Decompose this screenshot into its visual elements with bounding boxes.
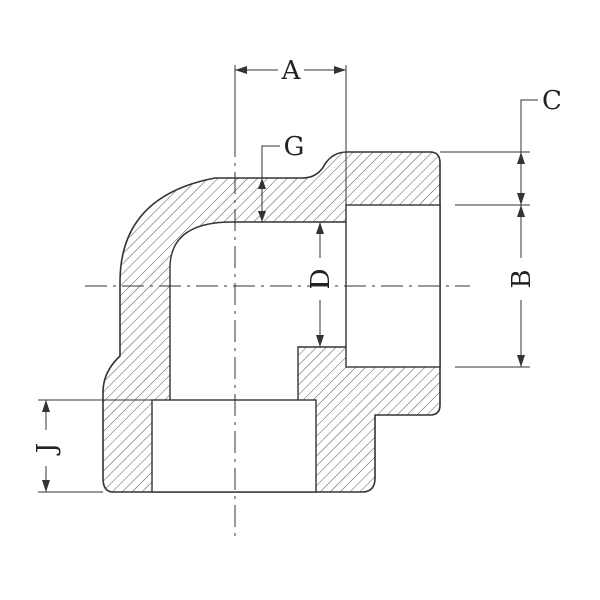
dim-j-arrow-top [42,400,50,412]
dim-j-arrow-bottom [42,480,50,492]
dim-c-arrow-top [517,152,525,164]
dim-g-leader [261,145,280,178]
dim-g-arrow-bottom [258,211,266,222]
socket-step-right [297,346,346,400]
dim-c-leader [520,99,538,152]
dim-g-arrow-top [258,178,266,189]
dim-c-label: C [542,86,562,116]
dim-d-arrow-bottom [316,335,324,347]
dim-c-arrow-bottom [517,193,525,205]
inner-bore-outline [169,221,346,400]
inner-bore-upper [170,222,346,400]
dim-g-label: G [284,132,305,162]
dim-a-label: A [281,56,302,86]
dim-j-label: J [32,443,62,456]
dim-a-arrow-right [334,66,346,74]
dim-a-arrow-left [235,66,247,74]
dim-d-arrow-top [316,222,324,234]
bottom-socket [151,399,317,493]
dim-b-arrow-bottom [517,355,525,367]
dim-b-label: B [507,269,537,288]
dim-b-arrow-top [517,205,525,217]
dim-d-label: D [306,269,336,290]
